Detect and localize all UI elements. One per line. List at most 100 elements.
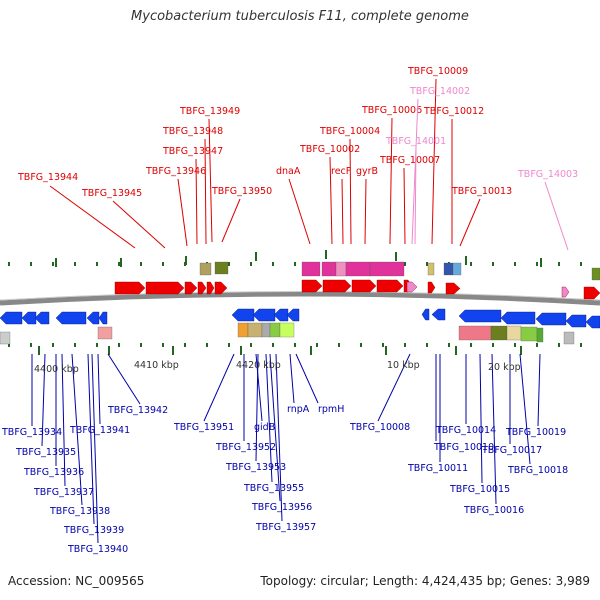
major-tick [55, 258, 57, 267]
tick-mark [74, 343, 76, 347]
tick-mark [558, 343, 560, 347]
tick-mark [426, 343, 428, 347]
tick-mark [470, 262, 472, 266]
gene-feature-block [369, 261, 405, 277]
forward-gene-arrow [184, 281, 198, 295]
gene-feature-block [237, 322, 249, 338]
top-gene-label: TBFG_10002 [299, 144, 360, 155]
bottom-gene-label: TBFG_13955 [243, 483, 304, 494]
tick-mark [492, 343, 494, 347]
major-tick [465, 256, 467, 265]
top-label-leader [204, 138, 207, 245]
top-label-leader [208, 118, 213, 243]
tick-mark [382, 343, 384, 347]
major-tick [310, 346, 312, 355]
forward-gene-arrow [406, 281, 418, 293]
tick-mark [162, 343, 164, 347]
top-label-leader [349, 138, 352, 245]
top-label-leader [329, 156, 333, 245]
bottom-label-leader [265, 353, 273, 483]
tick-mark [294, 262, 296, 266]
bottom-gene-label: TBFG_13942 [107, 405, 168, 416]
bottom-gene-label: TBFG_13939 [63, 525, 124, 536]
forward-gene-arrow [114, 281, 146, 295]
top-gene-label: TBFG_10004 [319, 126, 380, 137]
forward-gene-arrow [197, 281, 207, 295]
gene-feature-block [269, 322, 281, 338]
forward-gene-arrow [145, 281, 185, 295]
tick-mark [338, 343, 340, 347]
top-gene-label: TBFG_13948 [162, 126, 223, 137]
bottom-gene-label: TBFG_10008 [349, 422, 410, 433]
gene-feature-block [301, 261, 321, 277]
bottom-gene-label: TBFG_13937 [33, 487, 94, 498]
bottom-label-leader [537, 353, 541, 427]
bottom-gene-label: TBFG_10016 [463, 505, 524, 516]
tick-mark [140, 343, 142, 347]
bottom-label-leader [71, 353, 83, 506]
top-gene-label: dnaA [276, 166, 301, 177]
gene-feature-block [321, 261, 337, 277]
top-label-leader [177, 178, 188, 247]
tick-mark [162, 262, 164, 266]
major-tick [255, 252, 257, 261]
gene-feature-block [0, 331, 11, 345]
bottom-label-leader [255, 353, 259, 462]
tick-mark [272, 262, 274, 266]
bottom-label-leader [61, 353, 66, 487]
tick-mark [514, 262, 516, 266]
bottom-gene-label: TBFG_13940 [67, 544, 128, 555]
top-label-leader [544, 181, 569, 251]
bottom-label-leader [107, 353, 141, 405]
tick-mark [228, 343, 230, 347]
tick-mark [30, 343, 32, 347]
top-label-leader [414, 148, 417, 245]
tick-mark [228, 262, 230, 266]
top-gene-label: TBFG_14002 [409, 86, 470, 97]
genome-title: Mycobacterium tuberculosis F11, complete… [131, 9, 469, 24]
bottom-label-leader [491, 353, 497, 505]
major-tick [395, 252, 397, 261]
bottom-gene-label: TBFG_10018 [507, 465, 568, 476]
major-tick [455, 346, 457, 355]
reverse-gene-arrow [458, 309, 502, 323]
tick-mark [206, 343, 208, 347]
top-gene-label: TBFG_10007 [379, 155, 440, 166]
bottom-label-leader [519, 353, 531, 465]
bottom-label-leader [41, 353, 46, 447]
tick-mark [558, 262, 560, 266]
top-label-leader [112, 200, 166, 249]
tick-mark [492, 262, 494, 266]
tick-mark [96, 262, 98, 266]
tick-mark [118, 262, 120, 266]
gene-features [0, 261, 600, 345]
tick-mark [514, 343, 516, 347]
top-label-leader [459, 198, 481, 247]
bottom-label-leader [255, 353, 263, 422]
tick-mark [580, 343, 582, 347]
tick-mark [272, 343, 274, 347]
bottom-label-leader [275, 353, 283, 522]
tick-mark [184, 343, 186, 347]
top-label-leader [221, 198, 241, 243]
accession-text: Accession: NC_009565 [8, 574, 145, 588]
forward-gene-arrow [445, 282, 461, 295]
reverse-gene-arrow [252, 308, 276, 322]
top-gene-label: TBFG_13950 [211, 186, 272, 197]
reverse-gene-arrow [565, 314, 587, 328]
genome-backbone [0, 291, 600, 306]
tick-mark [52, 343, 54, 347]
bottom-gene-label: TBFG_10017 [481, 445, 542, 456]
gene-feature-block [97, 326, 113, 340]
tick-mark [448, 343, 450, 347]
top-gene-label: TBFG_10012 [423, 106, 484, 117]
top-gene-label: TBFG_13946 [145, 166, 206, 177]
reverse-gene-arrow [500, 311, 536, 325]
tick-mark [118, 343, 120, 347]
top-gene-label: TBFG_14003 [517, 169, 578, 180]
bottom-gene-label: TBFG_13938 [49, 506, 110, 517]
major-tick [38, 346, 40, 355]
major-tick [325, 250, 327, 259]
